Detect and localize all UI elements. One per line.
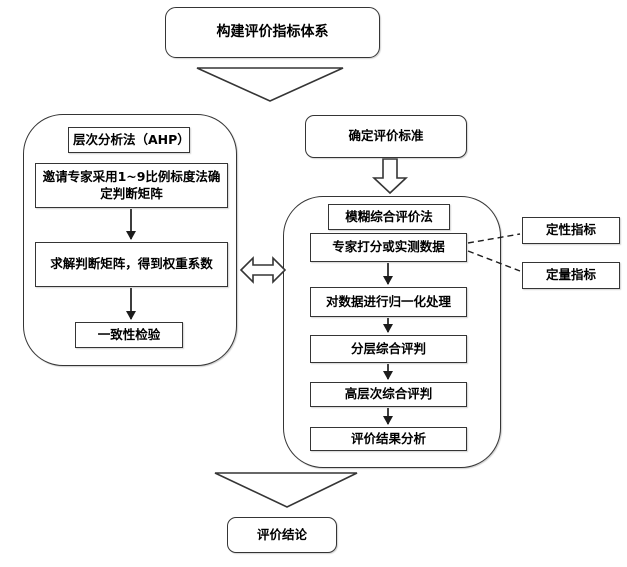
ahp-step-consistency-check-box: 一致性检验 <box>75 322 183 348</box>
build-index-system-box: 构建评价指标体系 <box>165 7 380 58</box>
fuzzy-method-title-box: 模糊综合评价法 <box>328 204 450 230</box>
fuzzy-step-expert-data-box: 专家打分或实测数据 <box>310 233 467 262</box>
qualitative-indicator-box: 定性指标 <box>522 217 620 244</box>
flow-triangle-top-icon <box>196 67 344 102</box>
ahp-step-weight-coefficient-box: 求解判断矩阵，得到权重系数 <box>35 242 228 287</box>
flow-triangle-bottom-icon <box>214 472 358 508</box>
fuzzy-step-layered-evaluation-box: 分层综合评判 <box>310 335 467 363</box>
fuzzy-step-highlevel-evaluation-box: 高层次综合评判 <box>310 382 467 407</box>
dashed-link-quantitative <box>467 250 521 272</box>
ahp-step-judgment-matrix-box: 邀请专家采用1~9比例标度法确定判断矩阵 <box>35 163 228 208</box>
ahp-method-title-box: 层次分析法（AHP） <box>68 127 190 153</box>
dashed-link-qualitative <box>467 233 521 244</box>
evaluation-criteria-box: 确定评价标准 <box>305 115 467 158</box>
fuzzy-step-normalization-box: 对数据进行归一化处理 <box>310 287 467 317</box>
evaluation-conclusion-box: 评价结论 <box>227 517 337 553</box>
double-arrow-left-right-icon <box>239 256 287 284</box>
block-arrow-down-icon <box>371 158 409 195</box>
quantitative-indicator-box: 定量指标 <box>522 262 620 289</box>
fuzzy-step-result-analysis-box: 评价结果分析 <box>310 427 467 451</box>
